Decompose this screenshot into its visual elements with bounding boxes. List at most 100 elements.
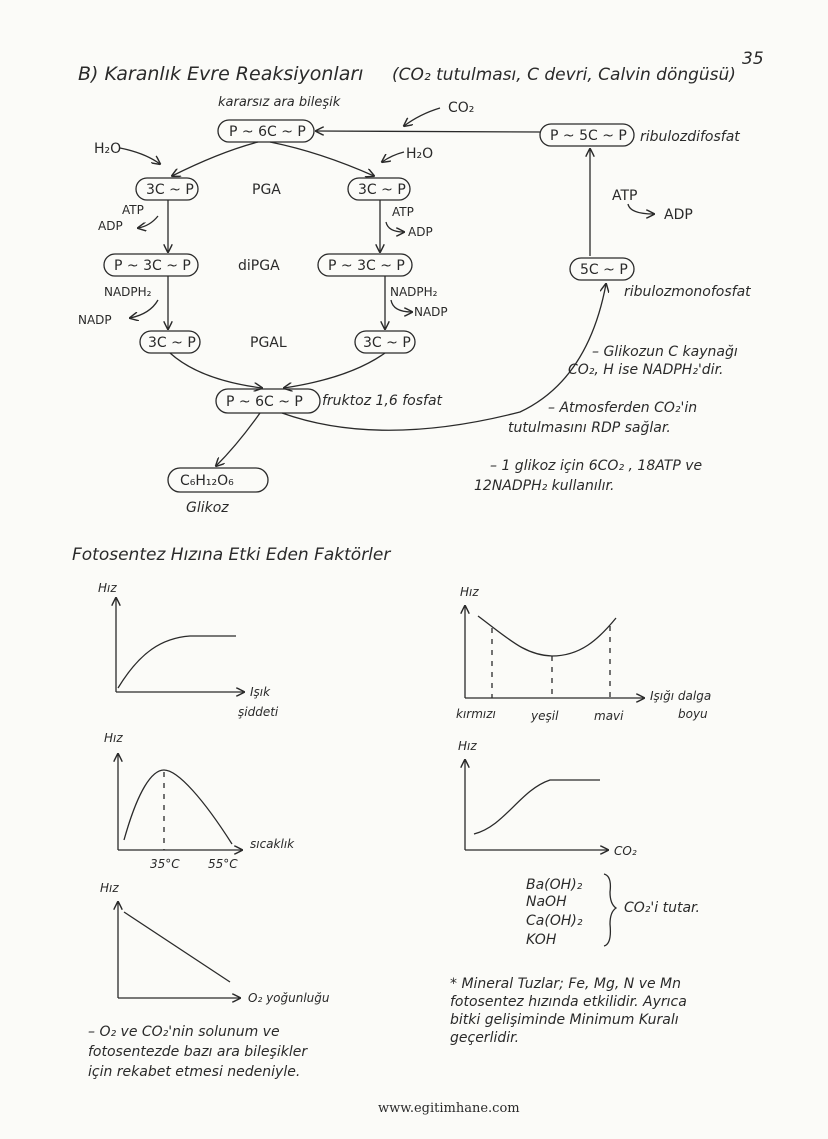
o2-note-2: fotosentezde bazı ara bileşikler xyxy=(88,1044,308,1060)
o2-note-1: – O₂ ve CO₂'nin solunum ve xyxy=(88,1024,280,1040)
adp-up: ADP xyxy=(664,207,693,223)
atp-left: ATP xyxy=(122,203,144,217)
o2-note-3: için rekabet etmesi nedeniyle. xyxy=(88,1064,300,1080)
absorber-4: KOH xyxy=(526,932,557,948)
arrow xyxy=(627,203,654,214)
rdp-label: ribulozdifosfat xyxy=(640,129,740,145)
h2o-left: H₂O xyxy=(94,141,121,157)
graph-co2: Hız CO₂ xyxy=(458,739,637,858)
co2-input: CO₂ xyxy=(448,100,474,116)
arrow xyxy=(316,131,541,132)
x-label-2: şiddeti xyxy=(238,705,279,719)
arrow xyxy=(216,412,261,466)
graph-light-intensity: Hız Işık şiddeti xyxy=(98,581,279,719)
nadph-left: NADPH₂ xyxy=(104,285,152,299)
node-p6cp: P ~ 6C ~ P xyxy=(229,124,306,140)
arrow xyxy=(138,215,159,228)
tick-55: 55°C xyxy=(208,857,238,871)
arrow xyxy=(404,107,441,126)
pga-label: PGA xyxy=(252,182,281,198)
glucose-formula: C₆H₁₂O₆ xyxy=(180,473,234,489)
node-3cp2-right: 3C ~ P xyxy=(363,335,411,351)
note-1a: – Glikozun C kaynağı xyxy=(592,344,738,360)
tick-blue: mavi xyxy=(594,709,624,723)
atp-right: ATP xyxy=(392,205,414,219)
mineral-note-2: fotosentez hızında etkilidir. Ayrıca xyxy=(450,994,687,1010)
nadp-right: NADP xyxy=(414,305,448,319)
arrow xyxy=(172,141,259,176)
calvin-cycle-diagram xyxy=(103,107,654,493)
node-outline xyxy=(569,257,635,281)
tick-red: kırmızı xyxy=(456,707,496,721)
tick-35: 35°C xyxy=(150,857,180,871)
nadp-left: NADP xyxy=(78,313,112,327)
arrow xyxy=(169,352,262,388)
y-label: Hız xyxy=(104,731,123,745)
unstable-label: kararsız ara bileşik xyxy=(218,95,341,110)
graph-temperature: Hız sıcaklık 35°C 55°C xyxy=(104,731,295,871)
section-title: B) Karanlık Evre Reaksiyonları xyxy=(78,63,363,85)
node-outline xyxy=(135,177,199,201)
fructose-label: fruktoz 1,6 fosfat xyxy=(322,393,443,409)
x-label-2: boyu xyxy=(678,707,708,721)
pgal-label: PGAL xyxy=(250,335,287,351)
atp-up: ATP xyxy=(612,188,637,204)
glucose-label: Glikoz xyxy=(186,500,229,516)
arrow xyxy=(269,141,374,176)
curve xyxy=(473,779,600,835)
nadph-right: NADPH₂ xyxy=(390,285,438,299)
note-3a: – 1 glikoz için 6CO₂ , 18ATP ve xyxy=(490,458,702,474)
arrow xyxy=(382,151,405,162)
footer-url: www.egitimhane.com xyxy=(378,1101,520,1116)
note-2a: – Atmosferden CO₂'in xyxy=(548,400,697,416)
absorber-1: Ba(OH)₂ xyxy=(526,877,583,893)
node-p5cp: P ~ 5C ~ P xyxy=(550,128,627,144)
arrow xyxy=(281,284,606,431)
node-fructose: P ~ 6C ~ P xyxy=(226,394,303,410)
mineral-note-3: bitki gelişiminde Minimum Kuralı xyxy=(450,1012,679,1028)
mineral-note-1: * Mineral Tuzlar; Fe, Mg, N ve Mn xyxy=(450,976,681,992)
node-outline xyxy=(217,119,315,143)
arrow xyxy=(390,299,412,312)
arrow xyxy=(284,352,386,388)
node-outline xyxy=(317,253,413,277)
curve xyxy=(477,615,617,657)
curve xyxy=(117,635,236,689)
y-label: Hız xyxy=(100,881,119,895)
arrow xyxy=(385,221,404,232)
graph-wavelength: Hız Işığı dalga boyu kırmızı yeşil mavi xyxy=(456,585,711,723)
y-label: Hız xyxy=(458,739,477,753)
x-label-1: Işığı dalga xyxy=(650,689,711,703)
absorber-label: CO₂'i tutar. xyxy=(624,900,700,916)
x-label-1: Işık xyxy=(250,685,271,699)
tick-green: yeşil xyxy=(530,709,559,723)
adp-left: ADP xyxy=(98,219,123,233)
node-3cp2-left: 3C ~ P xyxy=(148,335,196,351)
brace xyxy=(603,873,618,947)
node-outline xyxy=(215,388,321,414)
adp-right: ADP xyxy=(408,225,433,239)
node-outline xyxy=(167,467,269,493)
y-label: Hız xyxy=(460,585,479,599)
x-label: O₂ yoğunluğu xyxy=(248,991,330,1005)
arrow xyxy=(119,147,160,164)
page-number: 35 xyxy=(742,49,764,69)
mineral-note-4: geçerlidir. xyxy=(450,1030,519,1046)
x-label: sıcaklık xyxy=(250,837,295,851)
curve xyxy=(123,769,233,845)
x-label: CO₂ xyxy=(614,844,637,858)
section-subtitle: (CO₂ tutulması, C devri, Calvin döngüsü) xyxy=(392,65,736,85)
graph-o2: Hız O₂ yoğunluğu xyxy=(100,881,330,1005)
factors-title: Fotosentez Hızına Etki Eden Faktörler xyxy=(72,545,391,565)
node-outline xyxy=(539,123,635,147)
note-1b: CO₂, H ise NADPH₂'dir. xyxy=(568,362,724,378)
node-p3cp-right: P ~ 3C ~ P xyxy=(328,258,405,274)
node-3cp-left: 3C ~ P xyxy=(146,182,194,198)
arrow xyxy=(130,299,159,318)
node-outline xyxy=(103,253,199,277)
y-label: Hız xyxy=(98,581,117,595)
h2o-right: H₂O xyxy=(406,146,433,162)
curve xyxy=(123,911,231,983)
note-2b: tutulmasını RDP sağlar. xyxy=(508,420,671,436)
